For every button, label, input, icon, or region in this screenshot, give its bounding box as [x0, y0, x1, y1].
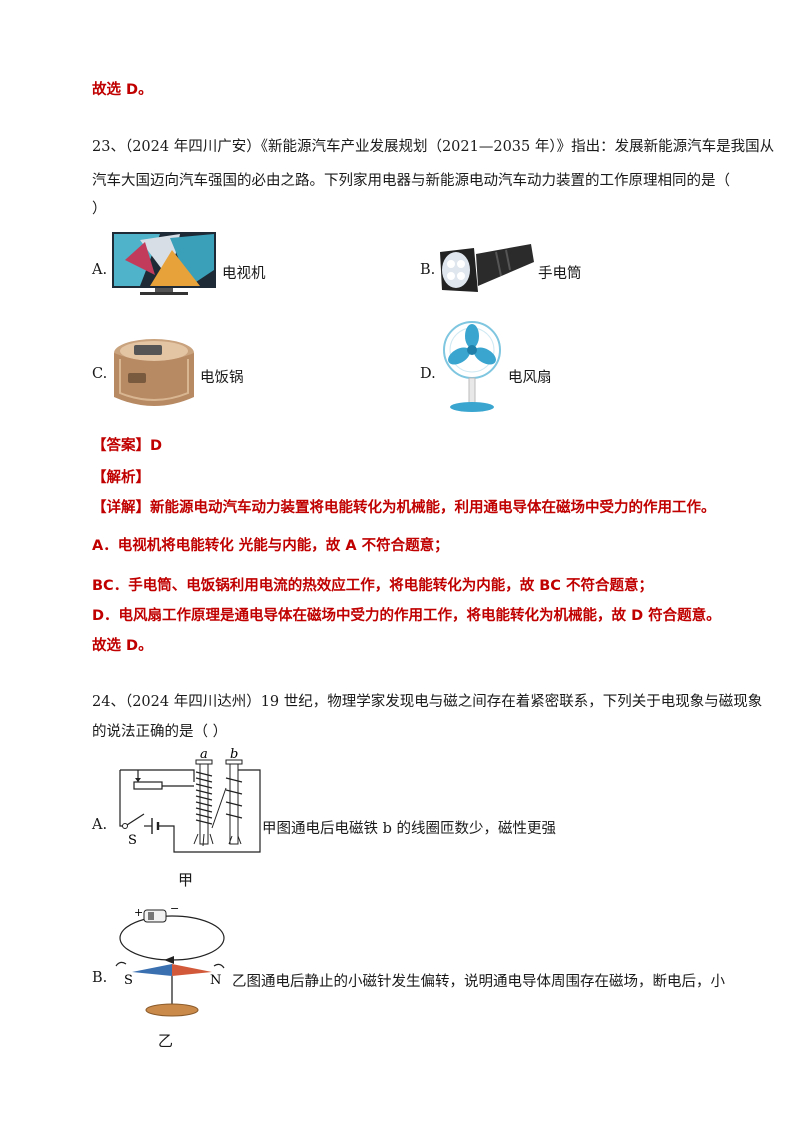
q24-option-b-letter: B. — [92, 970, 108, 986]
q23-option-b-label: 手电筒 — [538, 266, 582, 282]
label-minus: − — [170, 902, 179, 915]
electric-fan-image — [443, 321, 501, 412]
figure-b-caption: 乙 — [158, 1032, 174, 1050]
q24-option-a-text: 甲图通电后电磁铁 b 的线圈匝数少，磁性更强 — [262, 821, 556, 837]
q24-text-line1: 24、（2024 年四川达州）19 世纪，物理学家发现电与磁之间存在着紧密联系，… — [92, 694, 763, 710]
prev-conclusion: 故选 D。 — [92, 82, 153, 98]
q23-explanation-bc: BC．手电筒、电饭锅利用电流的热效应工作，将电能转化为内能，故 BC 不符合题意… — [92, 578, 653, 594]
q23-option-c-label: 电饭锅 — [200, 370, 244, 386]
label-pole-s: S — [124, 973, 133, 988]
oersted-experiment-diagram: + − S N — [115, 902, 225, 1017]
q23-conclusion: 故选 D。 — [92, 638, 153, 654]
q23-option-a-label: 电视机 — [222, 266, 266, 282]
q23-text-line1: 23、（2024 年四川广安）《新能源汽车产业发展规划（2021—2035 年）… — [92, 139, 775, 155]
q23-option-d-letter: D. — [420, 366, 436, 382]
q23-option-c-letter: C. — [92, 366, 108, 382]
q23-option-d-label: 电风扇 — [508, 370, 552, 386]
q23-option-b-letter: B. — [420, 262, 436, 278]
label-switch-s: S — [128, 833, 137, 848]
q24-text-line2: 的说法正确的是（ ） — [92, 724, 228, 740]
q23-detail: 【详解】新能源电动汽车动力装置将电能转化为机械能，利用通电导体在磁场中受力的作用… — [92, 500, 716, 516]
q24-option-a-letter: A. — [92, 817, 108, 833]
label-b: b — [230, 748, 238, 762]
electromagnet-circuit-diagram: a b S — [119, 748, 261, 853]
rice-cooker-image — [114, 339, 194, 406]
q23-text-line2: 汽车大国迈向汽车强国的必由之路。下列家用电器与新能源电动汽车动力装置的工作原理相… — [92, 173, 730, 189]
flashlight-image — [440, 244, 534, 292]
q23-text-line3: ） — [92, 201, 107, 217]
q23-analysis-title: 【解析】 — [92, 470, 150, 486]
q23-option-a-letter: A. — [92, 262, 108, 278]
tv-image — [112, 232, 216, 295]
q23-explanation-d: D．电风扇工作原理是通电导体在磁场中受力的作用工作，将电能转化为机械能，故 D … — [92, 608, 721, 624]
q23-explanation-a: A．电视机将电能转化 光能与内能，故 A 不符合题意； — [92, 538, 449, 554]
label-plus: + — [134, 906, 143, 919]
label-pole-n: N — [210, 973, 221, 988]
label-a: a — [200, 748, 208, 762]
q24-option-b-text: 乙图通电后静止的小磁针发生偏转，说明通电导体周围存在磁场，断电后，小 — [232, 974, 725, 990]
q23-answer: 【答案】D — [92, 438, 163, 454]
figure-a-caption: 甲 — [178, 871, 194, 889]
